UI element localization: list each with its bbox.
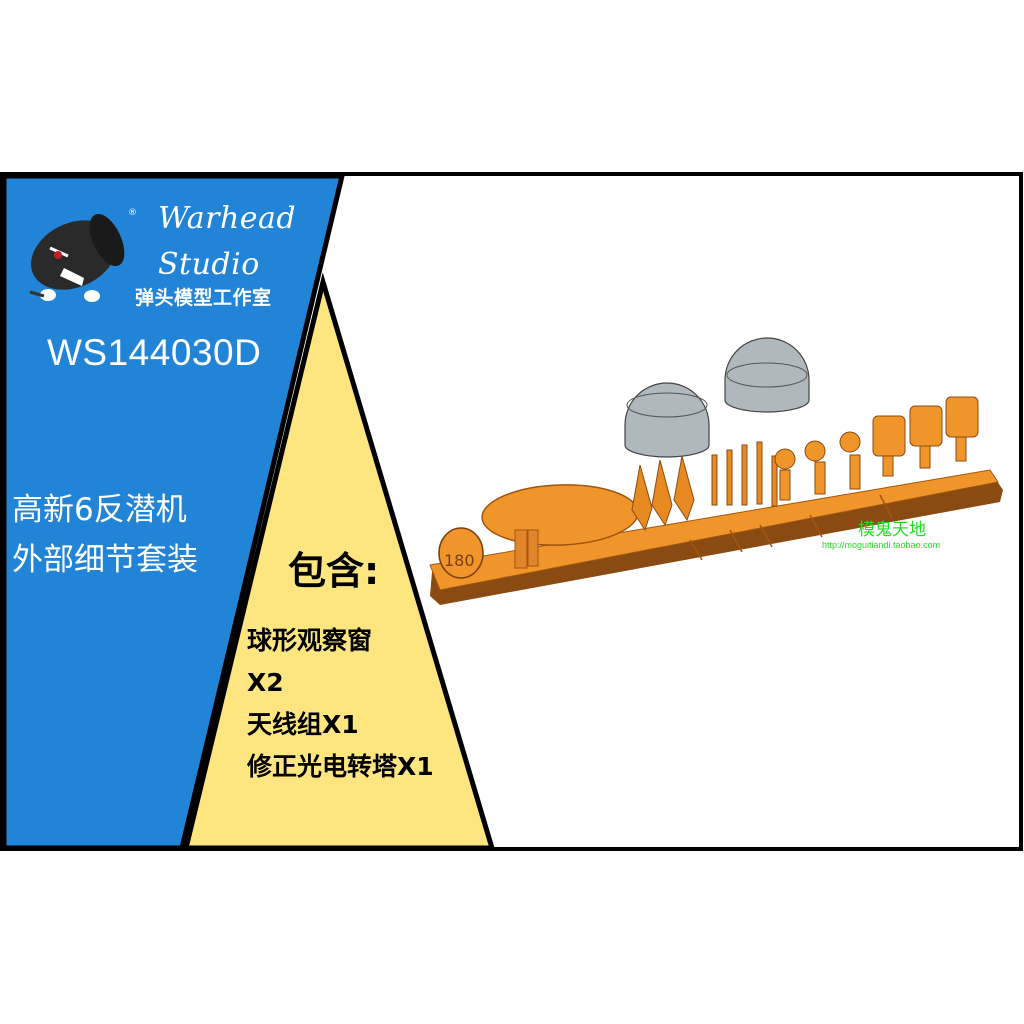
contents-heading: 包含:: [288, 549, 380, 593]
contents-list: 球形观察窗 X2 天线组X1 修正光电转塔X1: [247, 620, 434, 788]
product-render: 180: [429, 337, 1003, 605]
banner-frame: 180: [0, 172, 1024, 852]
brand-name-cn: 弹头模型工作室: [135, 287, 272, 309]
svg-text:180: 180: [444, 551, 475, 570]
contents-item: X2: [247, 668, 284, 697]
product-title-line2: 外部细节套装: [12, 542, 198, 578]
registered-mark: ®: [128, 208, 137, 218]
watermark-text: 模鬼天地: [858, 520, 926, 540]
banner-background: 180: [0, 172, 1023, 851]
clear-dome-icon: [624, 337, 810, 458]
product-title-line1: 高新6反潜机: [12, 492, 187, 528]
brand-name-line1: Warhead: [158, 201, 297, 236]
contents-item: 修正光电转塔X1: [247, 752, 434, 781]
angry-bullet-mascot-icon: [29, 213, 125, 302]
brand-name-line2: Studio: [158, 247, 260, 282]
contents-item: 天线组X1: [247, 710, 359, 739]
contents-item: 球形观察窗: [247, 626, 373, 655]
watermark-url: http://moguitiandi.taobao.com: [822, 540, 941, 550]
product-sku: WS144030D: [47, 332, 262, 373]
